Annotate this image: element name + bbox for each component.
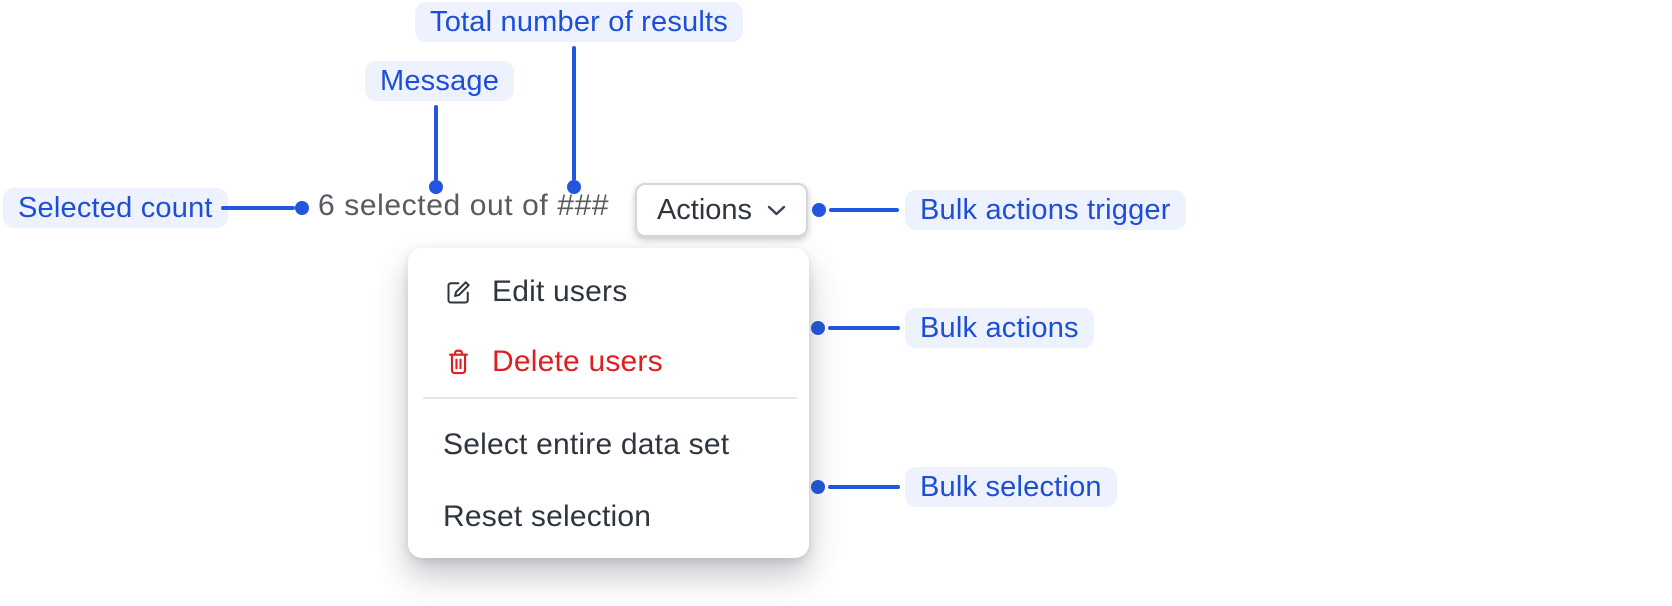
connector-dot-selected-count xyxy=(295,201,309,215)
annotation-message: Message xyxy=(365,61,515,101)
connector-line-message xyxy=(434,105,438,181)
annotation-bulk-actions: Bulk actions xyxy=(905,308,1094,348)
connector-line-total-results xyxy=(572,46,576,181)
menu-item-label: Select entire data set xyxy=(443,428,730,461)
connector-dot-message xyxy=(429,180,443,194)
annotation-total-results: Total number of results xyxy=(415,2,743,42)
connector-dot-bulk-actions xyxy=(811,321,825,335)
menu-item-reset-selection[interactable]: Reset selection xyxy=(408,481,809,553)
menu-item-delete-users[interactable]: Delete users xyxy=(408,327,809,397)
annotation-bulk-selection: Bulk selection xyxy=(905,467,1117,507)
chevron-down-icon xyxy=(767,205,786,216)
connector-line-bulk-actions-trigger xyxy=(829,208,899,212)
connector-line-bulk-actions xyxy=(828,326,900,330)
trash-icon xyxy=(445,347,475,377)
connector-dot-total-results xyxy=(567,180,581,194)
selected-count-message: 6 selected out of ### xyxy=(318,189,610,222)
menu-divider xyxy=(423,397,797,399)
connector-line-selected-count xyxy=(221,206,295,210)
actions-button-label: Actions xyxy=(656,193,753,226)
menu-item-label: Edit users xyxy=(492,275,628,308)
bulk-actions-menu: Edit users Delete users Select entire da… xyxy=(408,248,809,558)
menu-item-label: Delete users xyxy=(492,345,663,378)
connector-dot-bulk-selection xyxy=(811,480,825,494)
bulk-actions-trigger-button[interactable]: Actions xyxy=(635,183,808,237)
menu-item-label: Reset selection xyxy=(443,500,652,533)
connector-line-bulk-selection xyxy=(828,485,900,489)
menu-item-edit-users[interactable]: Edit users xyxy=(408,257,809,327)
annotation-selected-count: Selected count xyxy=(3,188,228,228)
edit-icon xyxy=(445,278,475,306)
annotation-bulk-actions-trigger: Bulk actions trigger xyxy=(905,190,1186,230)
connector-dot-bulk-actions-trigger xyxy=(812,203,826,217)
menu-item-select-entire-data-set[interactable]: Select entire data set xyxy=(408,409,809,481)
